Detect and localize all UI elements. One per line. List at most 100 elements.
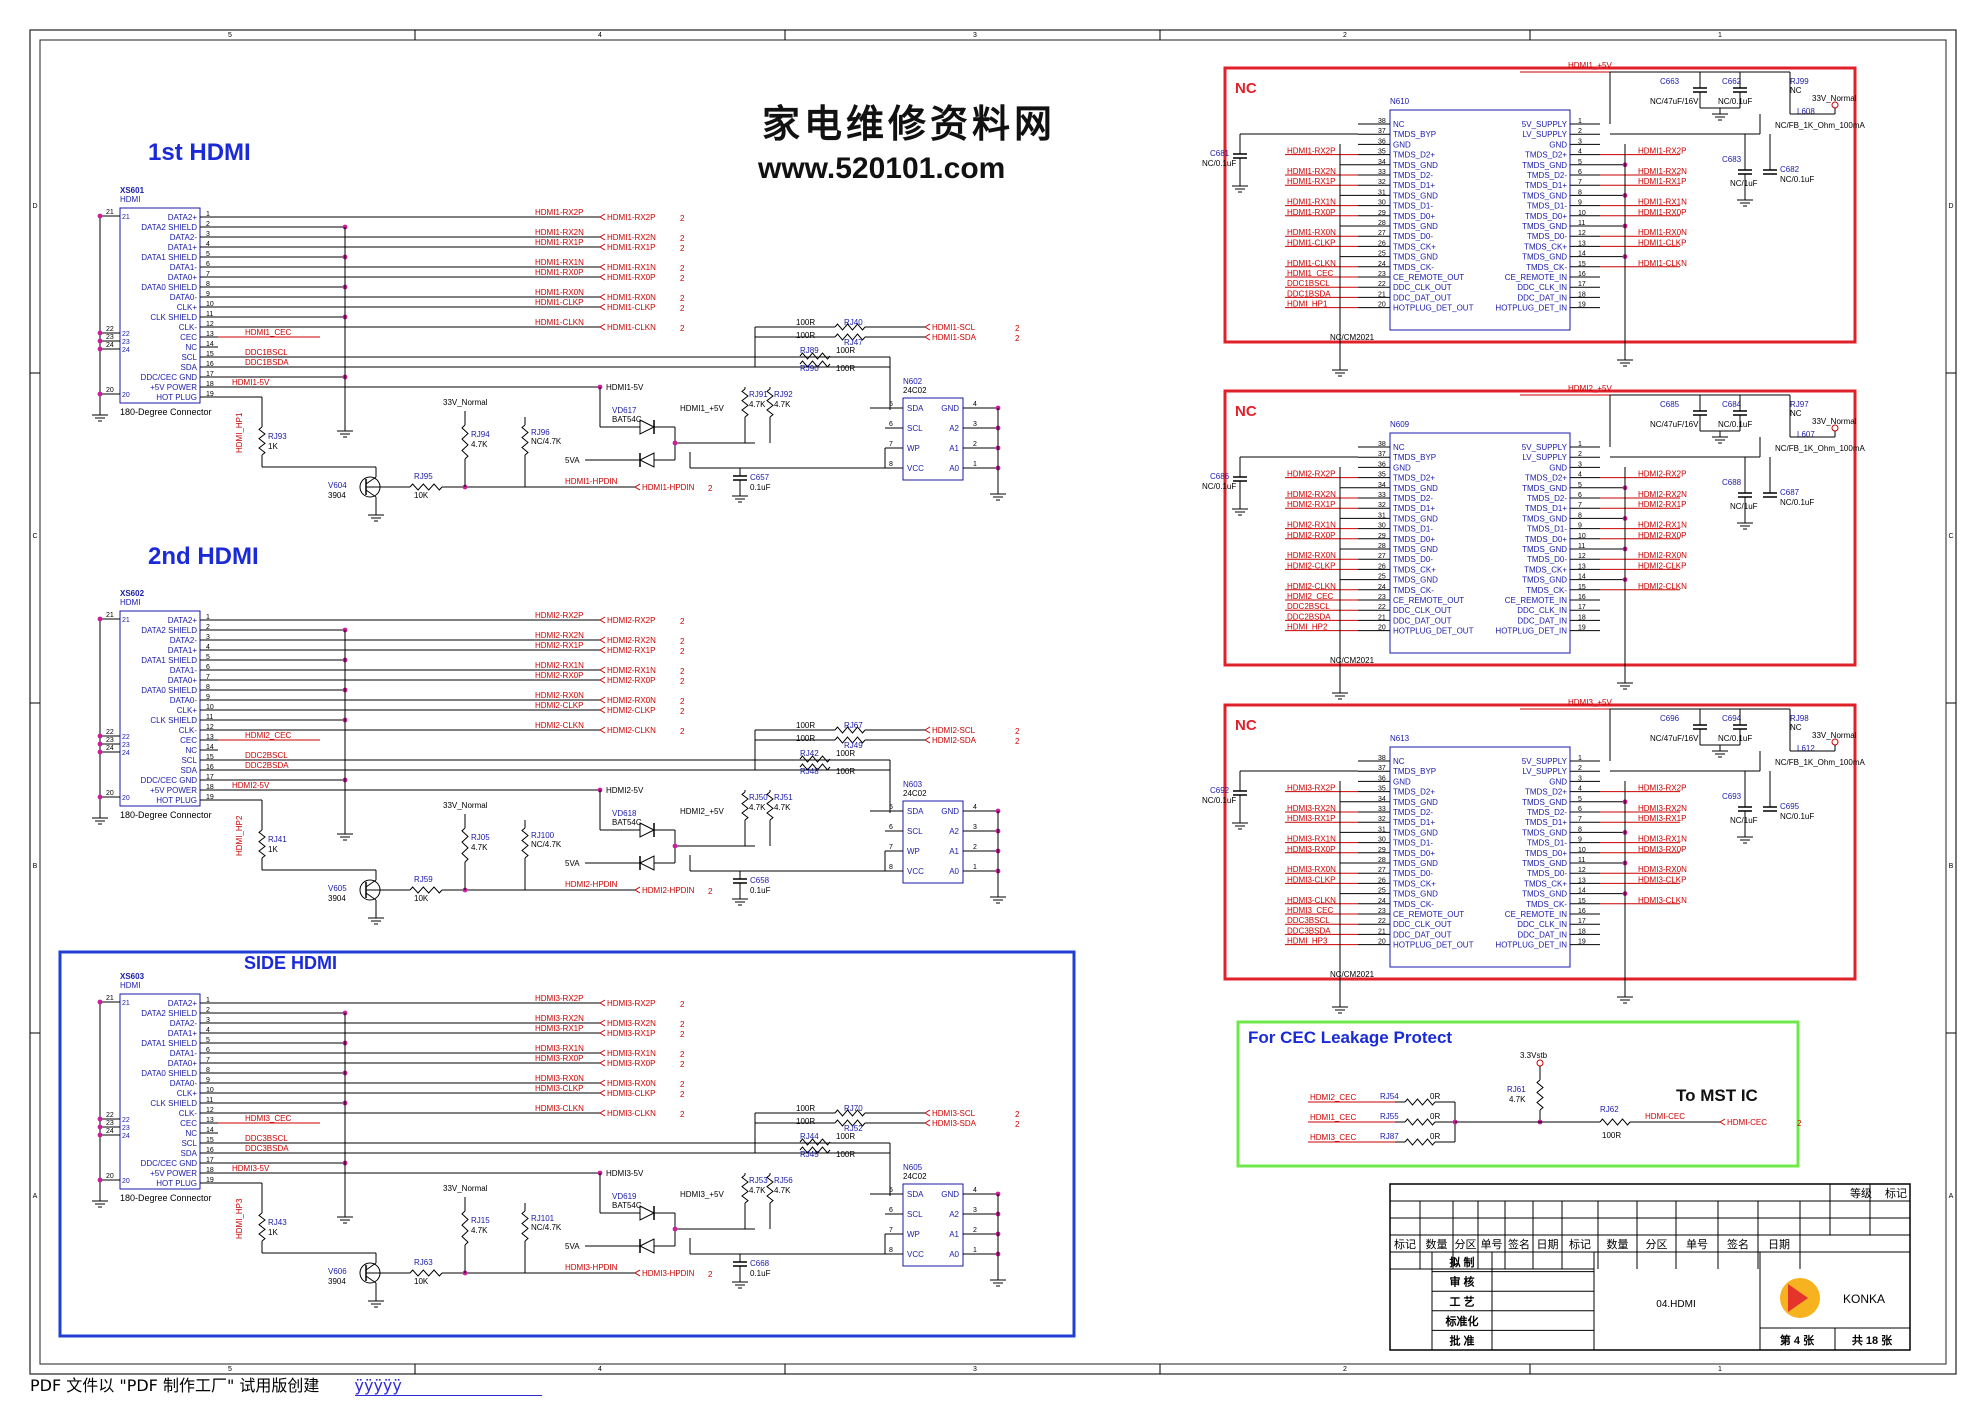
pin-number: 37 [1378, 128, 1386, 135]
connector-pin-label: DATA2 SHIELD [141, 1009, 197, 1018]
cap-ref: C683 [1722, 155, 1742, 164]
nc-esd-protection-circuits: NCN610NC/CM2021NC38TMDS_BYP37GND36TMDS_D… [1202, 61, 1865, 1014]
pin-number: 4 [1578, 786, 1582, 793]
resistor-symbol [1404, 1118, 1436, 1126]
offpage-net-label: HDMI2-RX1N [607, 666, 656, 675]
page-ref: 2 [708, 887, 713, 896]
title-row-label: 标准化 [1445, 1314, 1479, 1328]
cap-val: 0.1uF [750, 886, 771, 895]
chip-pin-label: TMDS_GND [1522, 859, 1567, 868]
chip-pin-label: TMDS_D0+ [1525, 849, 1567, 858]
page-ref: 2 [680, 1050, 685, 1059]
nc-net-label: HDMI1-RX2N [1638, 167, 1687, 176]
junction-dot [97, 999, 103, 1005]
chip-pin-label: TMDS_D1- [1393, 525, 1433, 534]
cec-frame [1236, 1020, 1800, 1168]
title-header: 日期 [1768, 1238, 1790, 1251]
pin-number: 8 [889, 461, 893, 468]
connector-pin-label: CLK SHIELD [150, 313, 197, 322]
pin-number: 6 [889, 824, 893, 831]
chip-pin-label: GND [1549, 463, 1567, 472]
nc-block-n609: NCN609NC/CM2021NC38TMDS_BYP37GND36TMDS_D… [1202, 384, 1865, 700]
pin-number: 8 [1578, 512, 1582, 519]
cap-ref: C682 [1780, 165, 1800, 174]
pin-number: 13 [206, 734, 214, 741]
pin-number: 4 [1578, 472, 1582, 479]
cap-val: NC/0.1uF [1718, 97, 1752, 106]
pin-number: 22 [1378, 604, 1386, 611]
r-val: 100R [796, 1117, 815, 1126]
inductor-ref: L612 [1797, 744, 1815, 753]
connector-pin-label: SDA [181, 363, 198, 372]
pin-number: 27 [1378, 553, 1386, 560]
tmds-net-label: HDMI1-RX1P [535, 238, 583, 247]
nc-block-n613: NCN613NC/CM2021NC38TMDS_BYP37GND36TMDS_D… [1202, 698, 1865, 1014]
r-ref: RJ55 [1380, 1112, 1399, 1121]
diode-symbol [638, 855, 655, 871]
tmds-net-label: HDMI1-CLKN [535, 318, 584, 327]
vstb-label: 3.3Vstb [1520, 1051, 1548, 1060]
connector-pin-label: DATA1 SHIELD [141, 656, 197, 665]
page-ref: 2 [680, 1060, 685, 1069]
watermark: 家电维修资料网 www.520101.com [757, 104, 1052, 185]
pin-number: 2 [973, 441, 977, 448]
chip-pin-label: NC [1393, 120, 1405, 129]
pin-number: 14 [1578, 888, 1586, 895]
inductor-ref: L608 [1797, 107, 1815, 116]
r-base-ref: RJ95 [414, 472, 433, 481]
chip-pin-label: DDC_CLK_OUT [1393, 920, 1452, 929]
pin-number: 20 [106, 387, 114, 394]
nc-net-label: HDMI2-CLKN [1638, 582, 1687, 591]
r-pu-ref: RJ94 [471, 430, 490, 439]
connector-pin-label: DATA0- [170, 1079, 198, 1088]
chip-pin-label: TMDS_D1+ [1393, 504, 1435, 513]
offpage-net-label: HDMI2-CLKP [607, 706, 655, 715]
connector-pin-label: CLK SHIELD [150, 1099, 197, 1108]
pin-number: 11 [206, 311, 213, 318]
pin-number: 10 [206, 1087, 214, 1094]
connector-ref: XS601 [120, 186, 145, 195]
pin-number: 12 [206, 1107, 214, 1114]
pin-number: 7 [1578, 502, 1582, 509]
nc-net-label: HDMI2-RX1P [1287, 500, 1335, 509]
resistor-symbol [1599, 1118, 1631, 1126]
nc-net-label: HDMI1-RX0N [1287, 228, 1336, 237]
offpage-net-label: HDMI1-CLKN [607, 323, 656, 332]
chip-pin-label: GND [1549, 777, 1567, 786]
chip-pin-label: DDC_CLK_IN [1517, 606, 1567, 615]
nc-net-label: HDMI3-RX1N [1287, 835, 1336, 844]
connector-pin-label: DATA0+ [168, 1059, 198, 1068]
junction-dot [97, 1177, 103, 1183]
outer-border [29, 29, 1957, 1375]
pin-number: 13 [1578, 877, 1586, 884]
cap-val: NC/0.1uF [1780, 498, 1814, 507]
pin-number: 18 [206, 381, 214, 388]
pin-number: 2 [1578, 128, 1582, 135]
footer-link[interactable]: ÿÿÿÿÿ [354, 1376, 542, 1396]
hdmi-connector-body [119, 610, 201, 807]
pin-number: 25 [1378, 888, 1386, 895]
offpage-arrow [924, 726, 931, 734]
pin-number: 35 [1378, 149, 1386, 156]
offpage-arrow [599, 1019, 606, 1027]
chip-pin-label: TMDS_GND [1393, 545, 1438, 554]
pin-number: 35 [1378, 786, 1386, 793]
ddc-scl-net-label: DDC3BSCL [245, 1134, 288, 1143]
offpage-net-label: HDMI2-RX0N [607, 696, 656, 705]
offpage-arrow [599, 706, 606, 714]
diode-symbol [638, 452, 655, 468]
r-val: 100R [836, 1132, 855, 1141]
r-ref: RJ62 [1600, 1105, 1619, 1114]
connector-pin-label: DATA2+ [168, 213, 198, 222]
v5va-label: 5VA [565, 859, 580, 868]
pin-number: 10 [1578, 533, 1586, 540]
offpage-arrow [599, 273, 606, 281]
r-ref: RJ61 [1507, 1085, 1526, 1094]
resistor-symbol [766, 791, 774, 821]
pin-number: 22 [106, 1112, 114, 1119]
nc-net-label: HDMI1-CLKP [1287, 238, 1335, 247]
cec-title: For CEC Leakage Protect [1248, 1028, 1452, 1047]
title-header: 数量 [1607, 1238, 1629, 1251]
